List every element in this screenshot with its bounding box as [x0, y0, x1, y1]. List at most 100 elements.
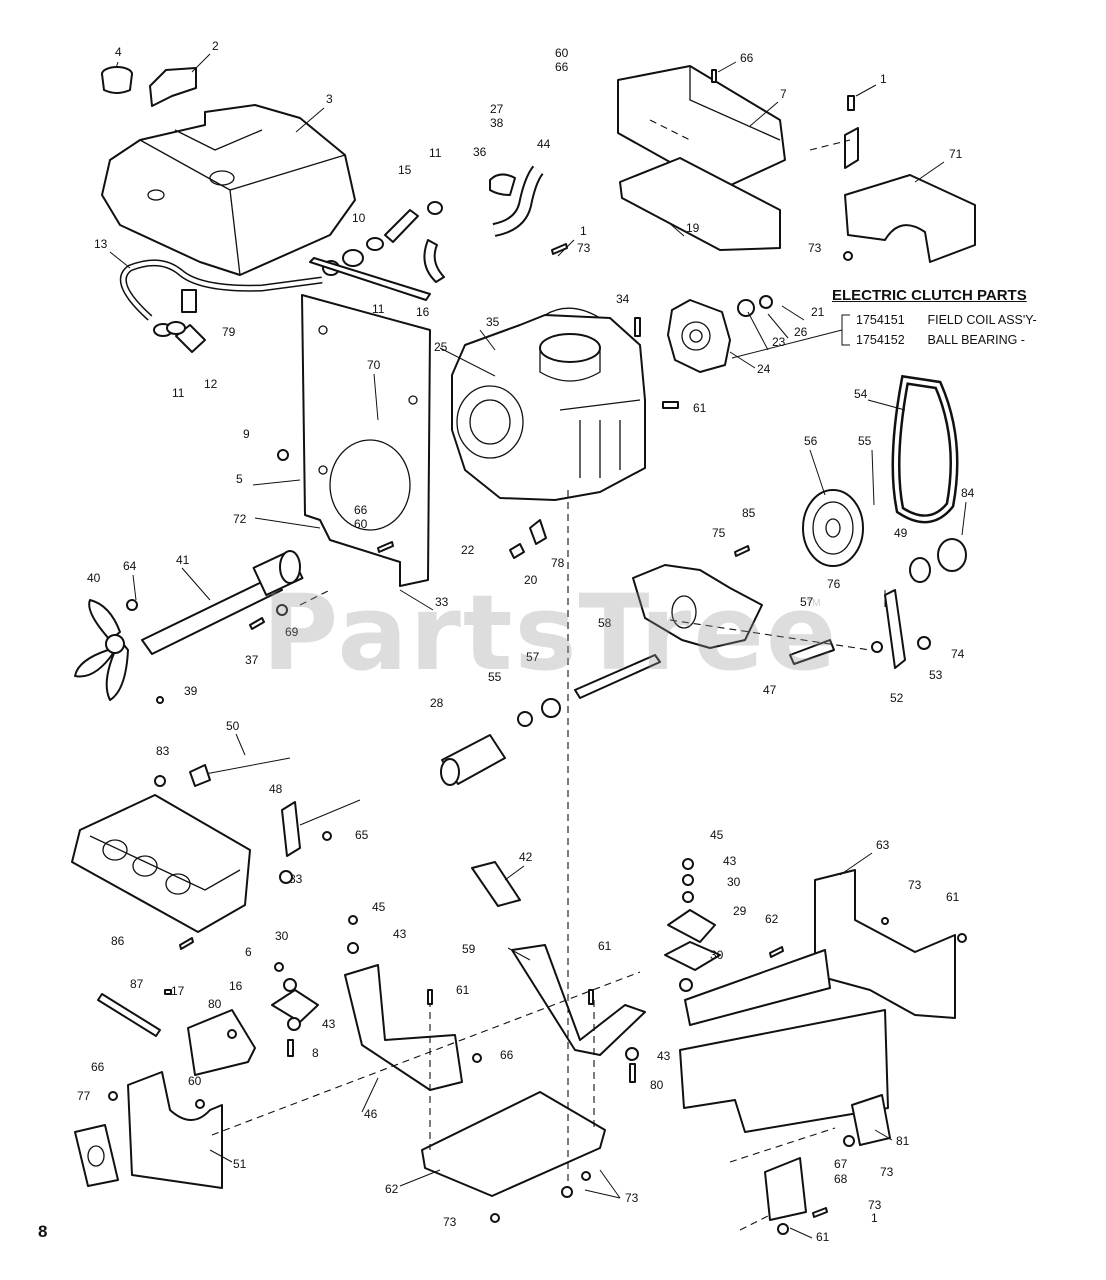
bracket-67 — [764, 1157, 807, 1221]
callout: 1 — [880, 72, 887, 86]
callout: 53 — [929, 668, 943, 682]
callout: 61 — [456, 983, 470, 997]
clutch-parts-row: 1754151 FIELD COIL ASS'Y- — [856, 313, 1037, 327]
callout: 62 — [765, 912, 779, 926]
callout: 24 — [757, 362, 771, 376]
callout: 56 — [804, 434, 818, 448]
callout: 64 — [123, 559, 137, 573]
callout: 45 — [710, 828, 724, 842]
callout: 2 — [212, 39, 219, 53]
callout: 84 — [961, 486, 975, 500]
top-cover-7 — [617, 65, 786, 191]
callout: 44 — [537, 137, 551, 151]
callout: 80 — [208, 997, 222, 1011]
callout: 4 — [115, 45, 122, 59]
callout: 51 — [233, 1157, 247, 1171]
leader-lines — [109, 53, 967, 1239]
callout: 16 — [229, 979, 243, 993]
bracket-17 — [187, 1009, 256, 1076]
watermark: PartsTree — [262, 572, 839, 694]
callout: 45 — [372, 900, 386, 914]
callout: 17 — [171, 984, 185, 998]
side-cover-71 — [844, 174, 976, 263]
callout: 71 — [949, 147, 963, 161]
callout: 74 — [951, 647, 965, 661]
callout: 60 — [354, 517, 368, 531]
callout: 70 — [367, 358, 381, 372]
pad-77 — [74, 1124, 119, 1187]
callout: 73 — [808, 241, 822, 255]
callout: 69 — [285, 625, 299, 639]
mount-16 — [271, 989, 319, 1023]
callout: 57 — [526, 650, 540, 664]
idler-pulley-49 — [909, 538, 967, 583]
callout: 61 — [946, 890, 960, 904]
fan-40 — [74, 599, 129, 701]
clutch-part-description: FIELD COIL ASS'Y- — [927, 313, 1037, 327]
callout: 15 — [398, 163, 412, 177]
callout: 75 — [712, 526, 726, 540]
frame-rail-63 — [814, 869, 956, 1019]
callout: 65 — [355, 828, 369, 842]
callout: 30 — [710, 948, 724, 962]
callout: 21 — [811, 305, 825, 319]
callout: 68 — [834, 1172, 848, 1186]
callout: 73 — [908, 878, 922, 892]
callout: 54 — [854, 387, 868, 401]
engine — [451, 307, 646, 501]
coupler-28 — [440, 734, 506, 786]
pulley-56 — [802, 489, 864, 567]
callout: 85 — [742, 506, 756, 520]
dashboard-panel — [71, 794, 251, 933]
callout: 10 — [352, 211, 366, 225]
assembly-lines — [211, 119, 871, 1231]
callout: 76 — [827, 577, 841, 591]
callout: 47 — [763, 683, 777, 697]
base-plate-62 — [421, 1091, 606, 1197]
callout: 59 — [462, 942, 476, 956]
belt-54 — [891, 374, 959, 524]
gearbox — [632, 564, 763, 649]
frame-59 — [511, 944, 646, 1056]
callout-labels: 4 2 3 60 66 66 7 1 27 38 36 44 71 15 11 … — [77, 39, 975, 1244]
callout: 87 — [130, 977, 144, 991]
callout: 61 — [693, 401, 707, 415]
callout: 73 — [625, 1191, 639, 1205]
electric-clutch — [667, 295, 773, 373]
shaft-58 — [574, 654, 661, 699]
callout: 81 — [896, 1134, 910, 1148]
callout: 8 — [312, 1046, 319, 1060]
callout: 62 — [385, 1182, 399, 1196]
callout: 66 — [555, 60, 569, 74]
intake-hose — [489, 165, 544, 237]
callout: 9 — [243, 427, 250, 441]
callout: 43 — [657, 1049, 671, 1063]
callout: 66 — [91, 1060, 105, 1074]
callout: 61 — [598, 939, 612, 953]
engine-base-19 — [619, 157, 781, 251]
clutch-parts-bracket — [731, 314, 850, 359]
choke-lever-48 — [281, 799, 361, 857]
callout: 72 — [233, 512, 247, 526]
clutch-parts-row: 1754152 BALL BEARING - — [856, 333, 1025, 347]
idler-arm-53 — [884, 589, 906, 669]
callout: 57 — [800, 595, 814, 609]
page-number: 8 — [38, 1222, 48, 1241]
bracket-81 — [851, 1094, 891, 1146]
callout: 52 — [890, 691, 904, 705]
callout: 11 — [372, 302, 385, 316]
fuel-tank — [101, 104, 356, 276]
callout: 43 — [322, 1017, 336, 1031]
callout: 27 — [490, 102, 504, 116]
callout: 40 — [87, 571, 101, 585]
callout: 43 — [723, 854, 737, 868]
watermark-trademark: TM — [806, 598, 821, 609]
callout: 3 — [326, 92, 333, 106]
drive-shaft — [141, 549, 304, 655]
callout: 1 — [871, 1211, 878, 1225]
callout: 20 — [524, 573, 538, 587]
clutch-part-number: 1754152 — [856, 333, 905, 347]
callout: 37 — [245, 653, 259, 667]
callout: 34 — [616, 292, 630, 306]
